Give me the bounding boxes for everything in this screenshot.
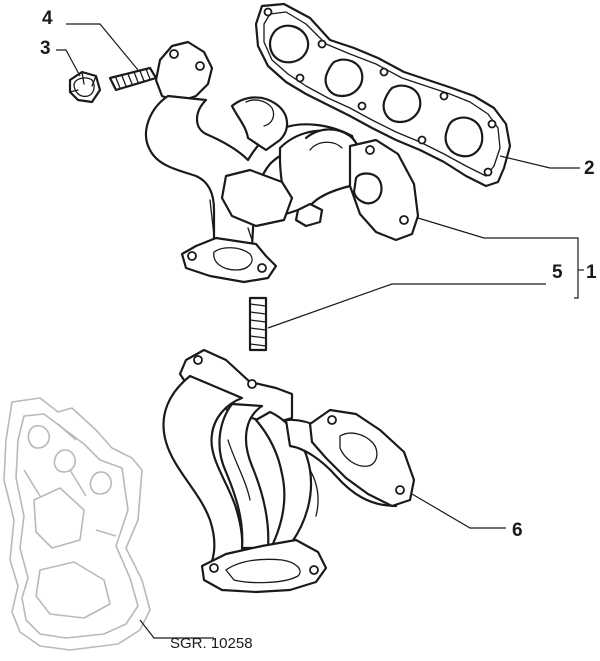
nut bbox=[68, 70, 102, 104]
stud-lower bbox=[248, 296, 268, 352]
leader-5 bbox=[267, 283, 546, 329]
bracket-1 bbox=[574, 237, 579, 299]
manifold-gasket bbox=[254, 2, 512, 188]
heat-shield bbox=[3, 397, 151, 651]
leader-4 bbox=[66, 23, 139, 71]
leader-lines bbox=[56, 23, 584, 639]
callout-1: 1 bbox=[586, 262, 597, 283]
leader-ref-code bbox=[139, 619, 214, 639]
exhaust-manifold bbox=[145, 40, 420, 284]
downpipe bbox=[162, 348, 416, 594]
leader-1-upper bbox=[417, 217, 574, 239]
callout-6: 6 bbox=[512, 520, 523, 541]
leader-6 bbox=[411, 493, 506, 529]
callout-3: 3 bbox=[40, 38, 51, 59]
stud bbox=[108, 66, 158, 92]
reference-code: SGR. 10258 bbox=[170, 635, 253, 652]
leader-3 bbox=[56, 49, 81, 77]
callout-2: 2 bbox=[584, 158, 595, 179]
callout-4: 4 bbox=[42, 8, 53, 29]
callout-5: 5 bbox=[552, 262, 563, 283]
leader-2 bbox=[499, 155, 580, 169]
